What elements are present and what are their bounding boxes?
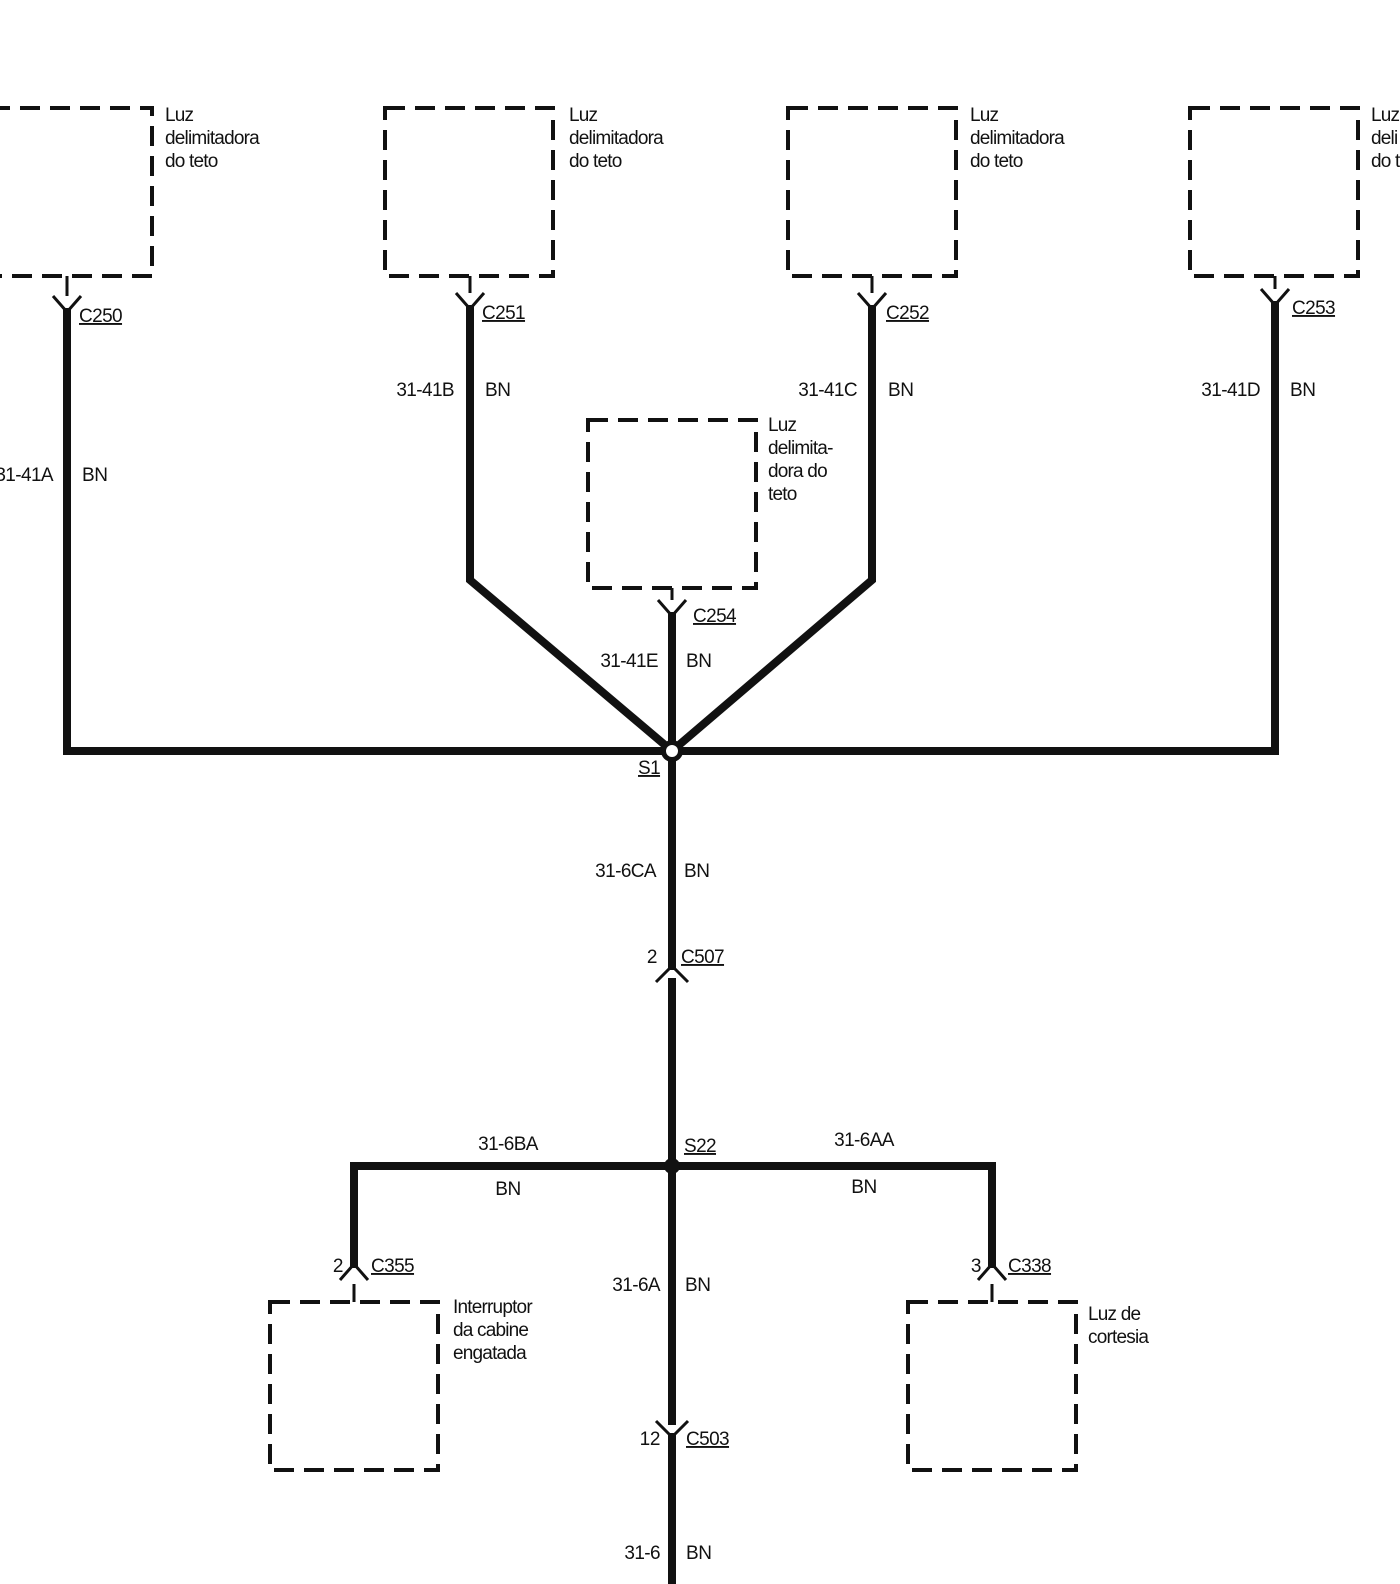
wire-id-31-41B: 31-41B — [396, 380, 454, 401]
wire-color-31-41B: BN — [485, 380, 511, 401]
wire-id-31-6AA: 31-6AA — [834, 1130, 895, 1151]
wire-id-31-6: 31-6 — [624, 1543, 660, 1564]
splice-s1-center — [666, 745, 678, 757]
connector-label-c254: C254 — [693, 606, 737, 627]
wire-color-31-41C: BN — [888, 380, 914, 401]
connector-symbol-c250 — [51, 276, 83, 315]
component-box-c251 — [383, 106, 555, 278]
connector-label-c507: C507 — [681, 947, 724, 968]
pin-number-c355: 2 — [333, 1256, 343, 1277]
component-label-c355: Interruptor da cabine engatada — [453, 1297, 536, 1364]
wire-id-31-41A: 31-41A — [0, 465, 54, 486]
pin-number-c338: 3 — [971, 1256, 981, 1277]
wire-id-31-6A: 31-6A — [612, 1275, 661, 1296]
wire-color-31-41E: BN — [686, 651, 712, 672]
pin-number-c507: 2 — [647, 947, 657, 968]
connector-label-c355: C355 — [371, 1256, 414, 1277]
connector-label-c251: C251 — [482, 303, 525, 324]
connector-symbol-c254 — [656, 588, 688, 619]
connector-symbol-c253 — [1259, 276, 1291, 308]
connector-label-c338: C338 — [1008, 1256, 1051, 1277]
component-box-c253 — [1188, 106, 1360, 278]
connector-symbol-c251 — [454, 276, 486, 312]
component-label-c254: Luz delimita- dora do teto — [768, 415, 837, 505]
wire-id-31-6BA: 31-6BA — [478, 1134, 539, 1155]
wire-color-31-6AA: BN — [851, 1177, 877, 1198]
connector-symbol-c252 — [856, 276, 888, 312]
pin-number-c503: 12 — [640, 1429, 660, 1450]
connector-label-c253: C253 — [1292, 298, 1335, 319]
wire-color-31-6BA: BN — [495, 1179, 521, 1200]
wire-color-31-41D: BN — [1290, 380, 1316, 401]
wire-color-31-6CA: BN — [684, 861, 710, 882]
wire-31-41A — [63, 308, 676, 755]
component-label-c250: Luz delimitadora do teto — [165, 105, 263, 172]
component-label-c253: Luz deli do t — [1371, 105, 1400, 172]
wire-color-31-41A: BN — [82, 465, 108, 486]
component-label-c252: Luz delimitadora do teto — [970, 105, 1068, 172]
component-label-c338: Luz de cortesia — [1088, 1304, 1149, 1348]
splice-label-s22: S22 — [684, 1136, 716, 1157]
component-label-c251: Luz delimitadora do teto — [569, 105, 667, 172]
wire-31-6BA — [350, 1162, 676, 1268]
connector-symbol-c355 — [338, 1261, 370, 1302]
component-box-c254 — [586, 418, 758, 590]
wire-id-31-6CA: 31-6CA — [595, 861, 657, 882]
wire-color-31-6: BN — [686, 1543, 712, 1564]
component-box-c355 — [268, 1300, 440, 1472]
splice-label-s1: S1 — [638, 758, 660, 779]
component-box-c252 — [786, 106, 958, 278]
wire-color-31-6A: BN — [685, 1275, 711, 1296]
wire-id-31-41C: 31-41C — [798, 380, 857, 401]
wire-31-6AA — [668, 1162, 996, 1268]
connector-label-c252: C252 — [886, 303, 929, 324]
wire-31-41B — [466, 305, 678, 757]
connector-label-c250: C250 — [79, 306, 122, 327]
component-box-c250 — [0, 106, 154, 278]
component-box-c338 — [906, 1300, 1078, 1472]
wire-id-31-41D: 31-41D — [1201, 380, 1260, 401]
connector-symbol-c338 — [976, 1261, 1008, 1302]
wire-id-31-41E: 31-41E — [600, 651, 658, 672]
wire-31-41C — [666, 305, 876, 757]
connector-label-c503: C503 — [686, 1429, 729, 1450]
wire-31-41D — [668, 301, 1279, 755]
splice-s22 — [664, 1158, 680, 1174]
